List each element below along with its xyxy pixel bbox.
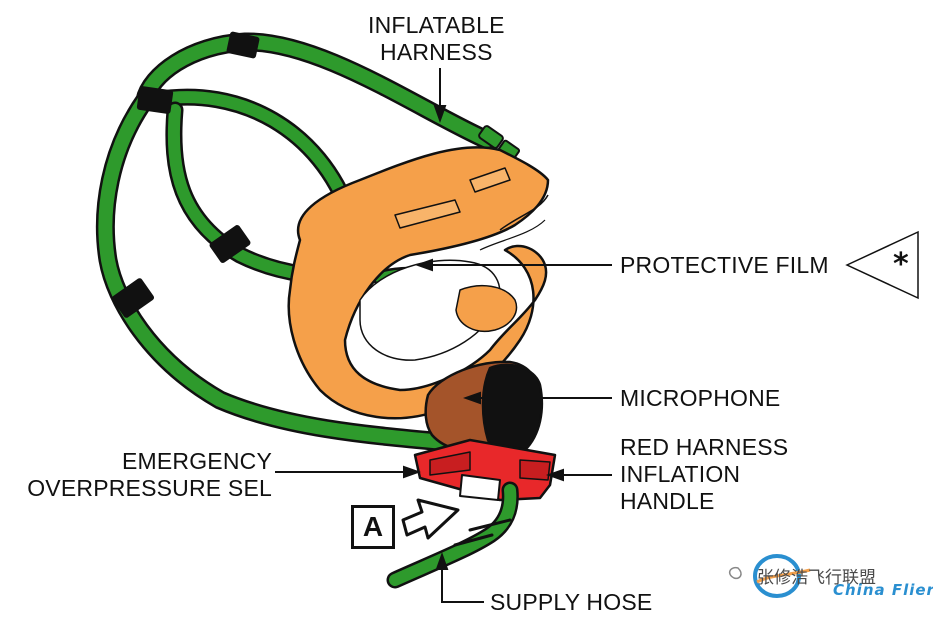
red-harness-line-3: HANDLE [620,488,715,514]
watermark-chinese-text: 张修浩飞行联盟 [757,568,876,588]
watermark-english-text: China Flier [833,581,933,599]
inflatable-harness-line-2: HARNESS [380,39,493,65]
watermark-logo [728,554,811,598]
view-callout-a: A [351,505,395,549]
callout-arrow [401,498,460,540]
leader-lines [275,68,612,603]
supply-hose [386,481,519,589]
emergency-line-2: OVERPRESSURE SEL [27,475,272,501]
emergency-line-1: EMERGENCY [121,448,272,474]
inflatable-harness-line-1: INFLATABLE [368,12,505,38]
note-triangle [845,230,919,300]
regulator-valve [413,438,557,502]
mask-facepiece [424,284,544,457]
emergency-overpressure-label: EMERGENCY OVERPRESSURE SEL [6,448,272,502]
red-harness-inflation-handle-label: RED HARNESS INFLATION HANDLE [620,434,788,515]
microphone-label: MICROPHONE [620,385,781,411]
protective-film-label: PROTECTIVE FILM [620,252,829,278]
harness-straps [111,31,260,318]
supply-hose-label: SUPPLY HOSE [490,589,653,615]
red-harness-line-1: RED HARNESS [620,434,789,460]
inflatable-harness-tubes [95,32,497,454]
inflatable-harness-label: INFLATABLE HARNESS [368,12,505,66]
note-asterisk: * [893,247,909,282]
red-harness-line-2: INFLATION [620,461,741,487]
